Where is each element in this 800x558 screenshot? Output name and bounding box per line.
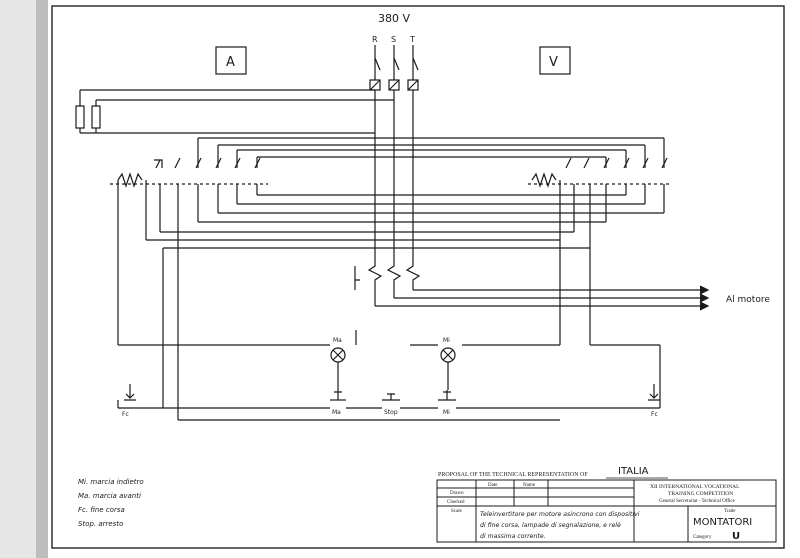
legend-item: Ma. marcia avanti bbox=[78, 492, 141, 500]
phase-label-t: T bbox=[409, 35, 415, 44]
legend-item: Fc. fine corsa bbox=[78, 506, 125, 514]
drawing-frame bbox=[51, 5, 785, 549]
category-label: Category bbox=[693, 535, 712, 540]
column-date: Date bbox=[488, 483, 498, 488]
reverse-contactor-label: V bbox=[549, 55, 558, 70]
trade-label: Trade bbox=[724, 509, 736, 514]
title-block: PROPOSAL OF THE TECHNICAL REPRESENTATION… bbox=[436, 466, 777, 543]
description-line-3: di massima corrente. bbox=[480, 532, 546, 540]
row-drawn: Drawn bbox=[450, 491, 464, 496]
legend: Mi. marcia indietro Ma. marcia avanti Fc… bbox=[78, 478, 144, 528]
lamp-label-ma: Ma bbox=[333, 337, 342, 344]
office-line: General Secretariat - Technical Office bbox=[659, 499, 736, 504]
row-scale: Scale bbox=[451, 509, 463, 514]
supply-voltage: 380 V bbox=[378, 12, 410, 25]
column-name: Name bbox=[523, 483, 536, 488]
motor-output-label: Al motore bbox=[726, 295, 770, 305]
legend-item: Stop. arresto bbox=[78, 520, 123, 528]
phase-label-r: R bbox=[372, 35, 378, 44]
button-label-stop: Stop bbox=[384, 409, 398, 416]
proposal-header: PROPOSAL OF THE TECHNICAL REPRESENTATION… bbox=[438, 472, 588, 478]
legend-item: Mi. marcia indietro bbox=[78, 478, 144, 486]
competition-line-2: TRAINING COMPETITION bbox=[668, 491, 733, 497]
lamp-label-mi: Mi bbox=[443, 337, 450, 344]
country-name: ITALIA bbox=[618, 466, 649, 477]
trade-name: MONTATORI bbox=[693, 517, 752, 528]
forward-contactor-box bbox=[215, 46, 247, 75]
description-line-1: Teleinvertitore per motore asincrono con… bbox=[480, 510, 640, 518]
limit-switch-label-right: Fc bbox=[651, 411, 658, 418]
competition-line-1: XII INTERNATIONAL VOCATIONAL bbox=[650, 484, 740, 490]
category-value: U bbox=[732, 531, 740, 542]
circuit-wiring bbox=[75, 45, 710, 421]
phase-label-s: S bbox=[391, 35, 396, 44]
button-label-mi: Mi bbox=[443, 409, 450, 416]
reverse-contactor-box bbox=[539, 46, 571, 75]
limit-switch-label-left: Fc bbox=[122, 411, 129, 418]
forward-contactor-label: A bbox=[226, 55, 235, 70]
description-line-2: di fine corsa, lampade di segnalazione, … bbox=[480, 521, 621, 529]
button-label-ma: Ma bbox=[332, 409, 341, 416]
row-checked: Checked bbox=[447, 500, 465, 505]
